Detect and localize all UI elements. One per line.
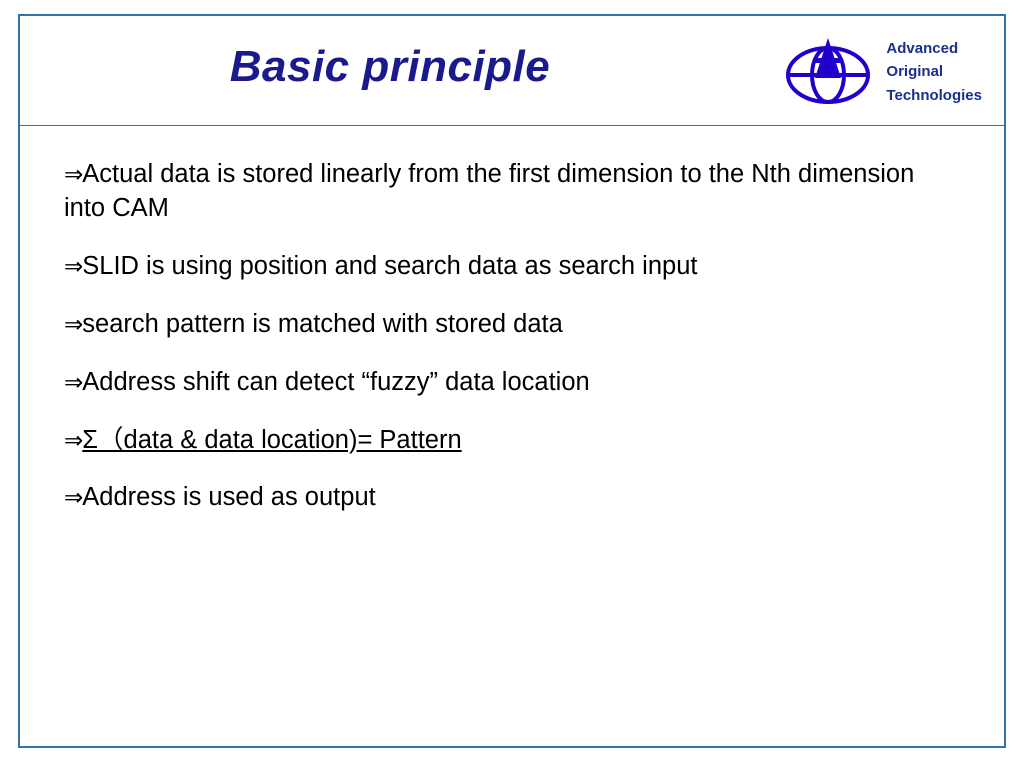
arrow-icon: ⇒ (64, 311, 83, 338)
bullet-text: Address shift can detect “fuzzy” data lo… (82, 367, 590, 396)
aot-circle-logo-icon (782, 34, 874, 110)
arrow-icon: ⇒ (64, 369, 83, 396)
arrow-icon: ⇒ (64, 162, 83, 188)
bullet-text: Actual data is stored linearly from the … (64, 160, 915, 222)
slide-header: Basic principle Advanced Original Techno… (20, 16, 1004, 126)
bullet-item: ⇒SLID is using position and search data … (64, 250, 924, 284)
arrow-icon: ⇒ (64, 485, 83, 512)
bullet-text: Σ（data & data location)= Pattern (82, 425, 462, 454)
bullet-item: ⇒Actual data is stored linearly from the… (64, 158, 924, 226)
bullet-text: search pattern is matched with stored da… (82, 309, 563, 338)
bullet-item: ⇒Address shift can detect “fuzzy” data l… (64, 366, 924, 400)
slide-frame: Basic principle Advanced Original Techno… (18, 14, 1006, 748)
page-title: Basic principle (229, 42, 551, 91)
logo-line-3: Technologies (886, 86, 982, 104)
slide-body: ⇒Actual data is stored linearly from the… (20, 126, 1004, 746)
company-logo: Advanced Original Technologies (782, 32, 982, 112)
bullet-item: ⇒Address is used as output (64, 481, 924, 515)
logo-wordmark: Advanced Original Technologies (886, 37, 982, 107)
logo-line-1: Advanced (886, 40, 959, 58)
arrow-icon: ⇒ (64, 427, 83, 454)
logo-line-2: Original (886, 63, 944, 81)
bullet-item: ⇒Σ（data & data location)= Pattern (64, 424, 924, 458)
bullet-text: Address is used as output (82, 483, 376, 512)
bullet-item: ⇒search pattern is matched with stored d… (64, 308, 924, 342)
bullet-text: SLID is using position and search data a… (82, 251, 698, 280)
arrow-icon: ⇒ (64, 253, 83, 280)
